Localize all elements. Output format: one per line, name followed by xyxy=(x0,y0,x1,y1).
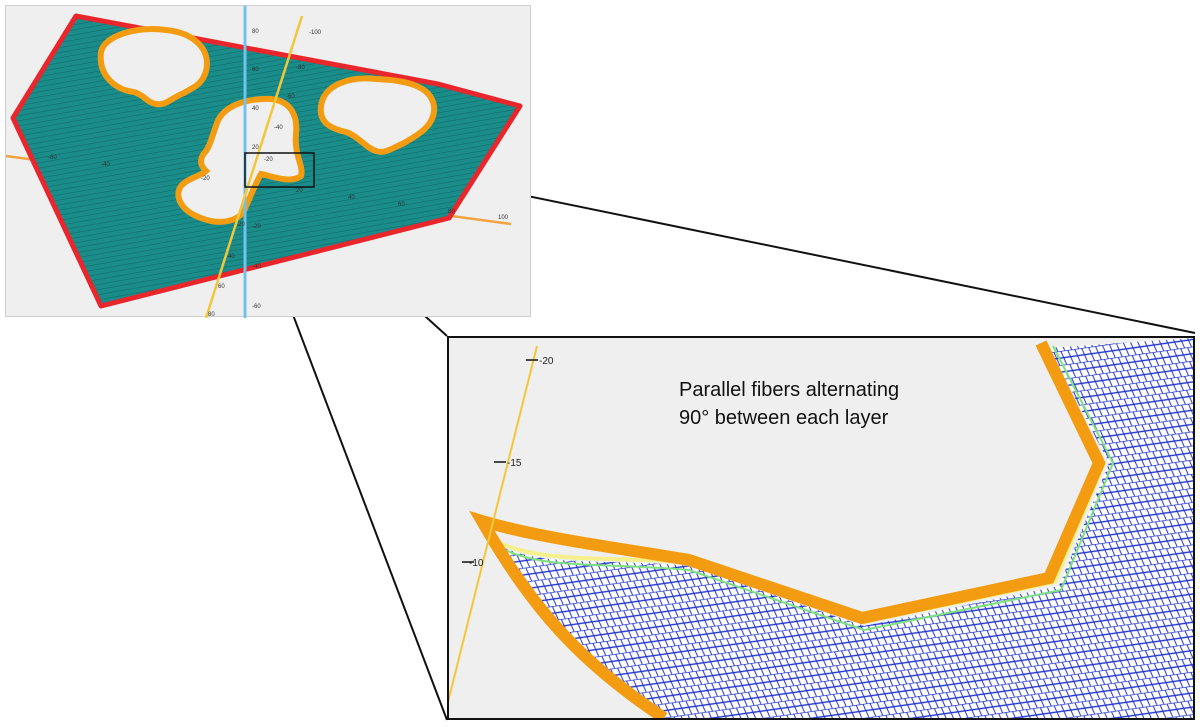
blue-tick-label: -60 xyxy=(252,304,261,310)
yellow-tick-label: -80 xyxy=(296,65,305,71)
blue-tick-label: -20 xyxy=(252,224,261,230)
blue-tick-label: -40 xyxy=(252,264,261,270)
yellow-axis-ticks: -100 -80 -60 -40 -20 20 40 60 80 xyxy=(208,30,322,318)
orange-tick-label: -20 xyxy=(201,176,210,182)
yellow-axis xyxy=(204,15,304,319)
hole-top-left xyxy=(97,26,210,108)
yellow-tick-label: -60 xyxy=(286,94,295,100)
yellow-tick-label: 40 xyxy=(228,254,235,260)
orange-tick-label: 80 xyxy=(448,209,455,215)
orange-tick-label: -60 xyxy=(48,155,57,161)
yellow-tick-label: 60 xyxy=(218,284,225,290)
blue-tick-label: 80 xyxy=(252,29,259,35)
yellow-tick-label: -100 xyxy=(309,30,322,36)
detail-axis xyxy=(449,345,538,703)
detail-zoom-panel: -20 -15 -10 Parallel fibers alternating … xyxy=(447,336,1195,720)
yellow-tick-label: -40 xyxy=(274,125,283,131)
yellow-tick-label: 20 xyxy=(238,222,245,228)
annotation-text: Parallel fibers alternating 90° between … xyxy=(679,376,899,432)
blue-tick-label: 60 xyxy=(252,67,259,73)
detail-tick-label: -10 xyxy=(469,558,484,569)
annotation-line-1: Parallel fibers alternating xyxy=(679,379,900,401)
hole-right xyxy=(317,75,438,155)
blue-tick-label: 20 xyxy=(252,145,259,151)
detail-tick-label: -15 xyxy=(507,458,522,469)
blue-tick-label: 40 xyxy=(252,106,259,112)
orange-tick-label: 20 xyxy=(296,188,303,194)
fiber-region xyxy=(494,338,1193,718)
zoom-selection-box xyxy=(244,152,315,188)
detail-tick-label: -20 xyxy=(539,356,554,367)
detail-svg: -20 -15 -10 xyxy=(449,338,1193,718)
blue-axis-ticks: 80 60 40 20 -20 -40 -60 xyxy=(252,29,261,310)
orange-tick-label: 40 xyxy=(348,195,355,201)
orange-tick-label: 60 xyxy=(398,202,405,208)
detail-axis-ticks: -20 -15 -10 xyxy=(462,356,554,569)
annotation-line-2: 90° between each layer xyxy=(679,407,889,429)
yellow-tick-label: -20 xyxy=(264,157,273,163)
perimeter-wall xyxy=(469,340,1106,718)
yellow-tick-label: 80 xyxy=(208,312,215,318)
overview-svg: 80 60 40 20 -20 -40 -60 -100 -80 -60 -40… xyxy=(5,6,523,319)
orange-axis-ticks: -60 -40 -20 20 40 60 80 100 xyxy=(48,155,509,221)
orange-tick-label: 100 xyxy=(498,215,509,221)
overview-plot: 80 60 40 20 -20 -40 -60 -100 -80 -60 -40… xyxy=(5,5,531,319)
inner-contour-green xyxy=(500,345,1115,632)
orange-tick-label: -40 xyxy=(101,162,110,168)
